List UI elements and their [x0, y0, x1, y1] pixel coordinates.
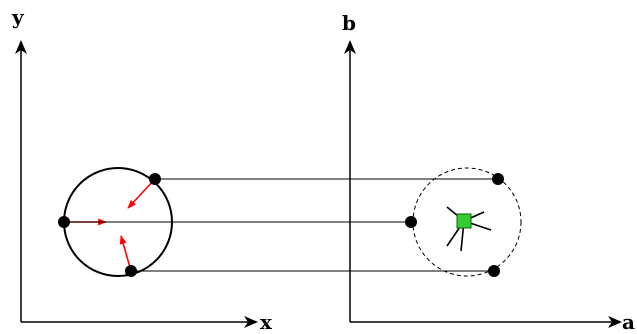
- mapped-point-left: [405, 216, 417, 228]
- x-axis-label: x: [260, 310, 273, 334]
- mapped-point-bottom: [488, 265, 500, 277]
- left-panel: y x: [11, 5, 273, 334]
- center-marker: [457, 214, 471, 228]
- mapped-point-top: [492, 173, 504, 185]
- right-panel: b a: [342, 11, 635, 334]
- mapping-lines: [64, 179, 498, 271]
- a-axis-label: a: [622, 310, 635, 334]
- y-axis-label: y: [11, 5, 25, 29]
- b-axis-label: b: [342, 11, 356, 35]
